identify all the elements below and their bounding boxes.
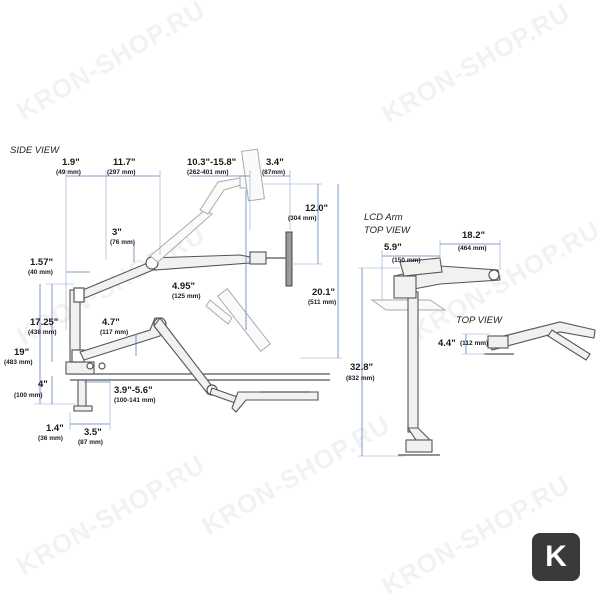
lower-arm	[71, 317, 241, 405]
dim-label: 3.4"	[266, 157, 284, 168]
dim-sublabel: (464 mm)	[458, 245, 487, 252]
dim-label: 17.25"	[30, 317, 59, 328]
dim-sublabel: (262-401 mm)	[187, 169, 229, 176]
dim-label: 3.5"	[84, 427, 102, 438]
dim-sublabel: (304 mm)	[288, 215, 317, 222]
dim-sublabel: (100 mm)	[14, 392, 43, 399]
dim-sublabel: (125 mm)	[172, 293, 201, 300]
dim-sublabel: (117 mm)	[100, 329, 129, 336]
dim-sublabel: (511 mm)	[308, 299, 337, 306]
dim-sublabel: (832 mm)	[346, 375, 375, 382]
dim-sublabel: (49 mm)	[56, 169, 81, 176]
arm-raised-ghost	[149, 148, 265, 263]
k-logo-badge: K	[532, 533, 580, 581]
dim-sublabel: (87mm)	[262, 169, 286, 176]
lcd-arm-top-view	[358, 240, 501, 457]
monitor-lowered-ghost	[205, 288, 271, 352]
dim-sublabel: (87 mm)	[78, 439, 103, 446]
dim-label: 4.95"	[172, 281, 195, 292]
dim-sublabel: (438 mm)	[28, 329, 57, 336]
side-view-title: SIDE VIEW	[10, 145, 60, 156]
dim-label: 1.9"	[62, 157, 80, 168]
dim-sublabel: (76 mm)	[110, 239, 135, 246]
lcd-arm-title: LCD Arm	[364, 212, 403, 223]
desk-clamp	[65, 289, 106, 412]
dim-sublabel: (483 mm)	[4, 359, 33, 366]
dim-label: 4.4"	[438, 338, 456, 349]
dim-label: 19"	[14, 347, 30, 358]
dim-sublabel: (36 mm)	[38, 435, 63, 442]
side-view-dimensions	[34, 170, 342, 430]
dim-label: 3.9"-5.6"	[114, 385, 153, 396]
dim-label: 4.7"	[102, 317, 120, 328]
dim-label: 3"	[112, 227, 122, 238]
small-top-view	[462, 321, 596, 361]
dim-label: 11.7"	[113, 157, 136, 168]
dim-label: 18.2"	[462, 230, 485, 241]
dim-sublabel: (100-141 mm)	[114, 397, 156, 404]
dim-sublabel: (40 mm)	[28, 269, 53, 276]
dim-label: 5.9"	[384, 242, 402, 253]
dim-label: 1.4"	[46, 423, 64, 434]
dim-label: 4"	[38, 379, 48, 390]
dim-label: 1.57"	[30, 257, 53, 268]
small-top-view-title: TOP VIEW	[456, 315, 502, 326]
lcd-arm-subtitle: TOP VIEW	[364, 225, 410, 236]
dim-label: 12.0"	[305, 203, 328, 214]
keyboard-tray	[231, 391, 319, 413]
dim-sublabel: (297 mm)	[107, 169, 136, 176]
dim-label: 10.3"-15.8"	[187, 157, 237, 168]
dim-label: 20.1"	[312, 287, 335, 298]
monitor-main	[266, 231, 293, 287]
dim-sublabel: (112 mm)	[460, 340, 489, 347]
dim-label: 32.8"	[350, 362, 373, 373]
upper-arm	[73, 251, 267, 303]
dim-sublabel: (150 mm)	[392, 257, 421, 264]
